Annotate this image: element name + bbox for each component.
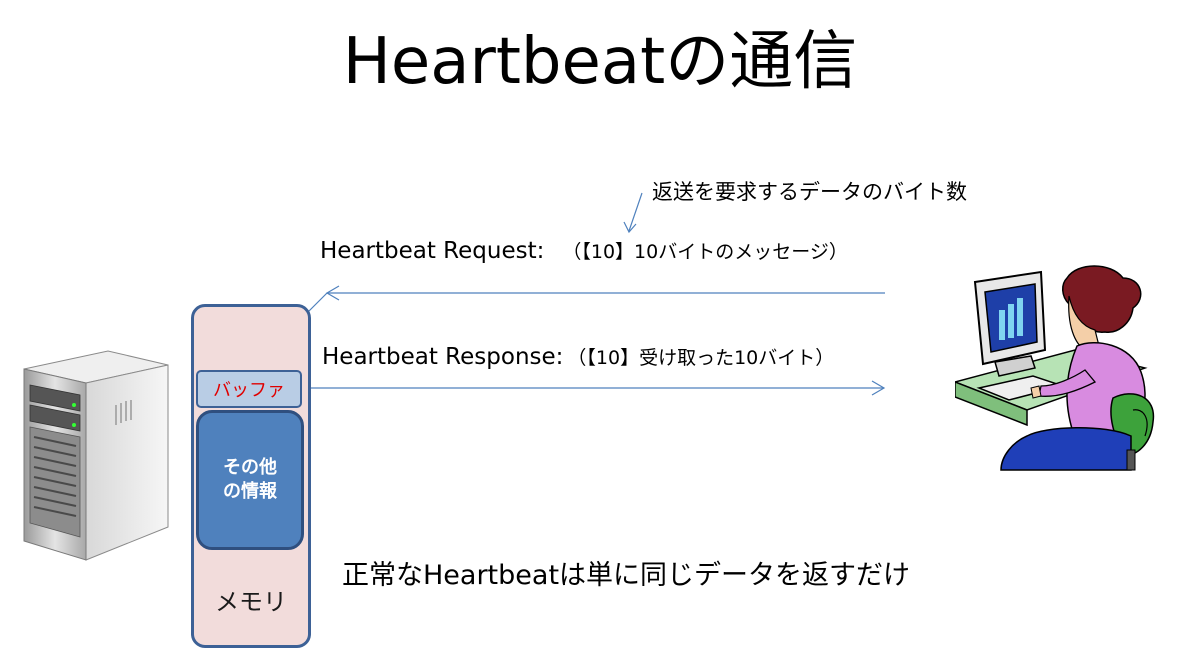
annotation-pointer-arrowhead [623,221,637,234]
request-detail-text: （【10】10バイトのメッセージ） [562,241,848,263]
server-icon [23,350,169,561]
response-label-text: Heartbeat Response: [322,344,564,370]
other-info-line2: の情報 [223,481,277,502]
summary-text: 正常なHeartbeatは単に同じデータを返すだけ [342,560,911,591]
user-at-computer-icon [955,265,1155,471]
other-info-box: その他 の情報 [196,410,304,550]
response-detail-text: （【10】受け取った10バイト） [567,347,835,369]
other-info-line1: その他 [223,457,277,478]
memory-label: メモリ [215,588,287,616]
heartbeat-request-label: Heartbeat Request: （【10】10バイトのメッセージ） [320,236,848,267]
buffer-box: バッファ [196,370,302,408]
response-arrowhead [871,380,886,396]
annotation-pointer-arrow [628,192,643,232]
request-label-text: Heartbeat Request: [320,238,545,264]
byte-count-annotation: 返送を要求するデータのバイト数 [652,180,967,204]
heartbeat-response-label: Heartbeat Response:（【10】受け取った10バイト） [322,342,834,373]
diagram-title: Heartbeatの通信 [342,25,858,99]
